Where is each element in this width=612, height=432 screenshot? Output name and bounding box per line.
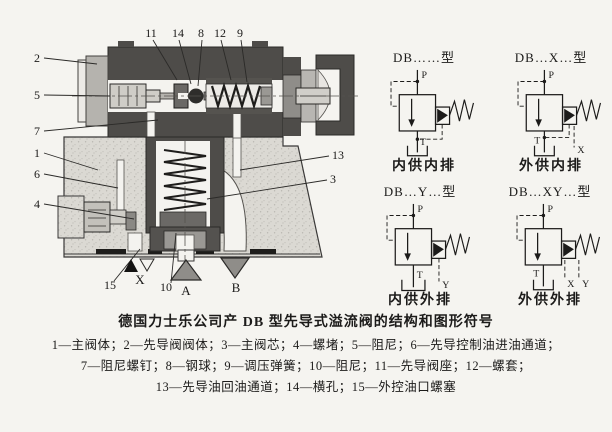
port-x-label: X <box>135 272 145 287</box>
symbol-port-x: X <box>567 279 574 290</box>
part-label-1: 1 <box>34 146 40 160</box>
symbol-port-t: T <box>534 135 540 146</box>
port-a-label: A <box>181 283 191 298</box>
symbol-db-xy: DB…XY…型 P T X Y 外供外排 <box>490 184 610 309</box>
screw-plug <box>83 201 111 233</box>
spring-icon <box>445 233 471 256</box>
port-triangles: X A B <box>124 257 251 298</box>
part-labels: 2 5 7 1 6 4 11 14 8 12 9 13 3 15 10 <box>34 26 344 294</box>
port-b-label: B <box>232 280 241 295</box>
symbol-db-x-caption: 外供内排 <box>519 159 583 174</box>
symbol-db-x: DB…X…型 P T X 外供内排 <box>492 50 610 175</box>
symbol-db-caption: 内供内排 <box>392 159 456 174</box>
symbol-db: DB……型 P T 内供内排 <box>366 50 482 175</box>
symbol-port-y: Y <box>582 279 589 290</box>
main-spring <box>163 149 207 211</box>
part-label-15: 15 <box>104 278 116 292</box>
symbol-port-p: P <box>549 70 555 81</box>
symbol-db-xy-caption: 外供外排 <box>518 293 582 308</box>
pilot-lines <box>516 215 580 280</box>
symbol-db-y-caption: 内供外排 <box>388 293 452 308</box>
port-b-triangle <box>219 257 251 280</box>
port-x-channel <box>127 232 143 252</box>
port-x-out-triangle <box>139 258 155 272</box>
flow-arrow-icon <box>404 253 411 261</box>
legend-line-1: 1—主阀体；2—先导阀阀体；3—主阀芯；4—螺堵；5—阻尼；6—先导控制油进油通… <box>51 338 561 352</box>
symbol-port-p: P <box>548 204 554 215</box>
poppet-triangle-icon <box>563 242 574 257</box>
spring-icon <box>575 233 601 256</box>
symbol-db-y: DB…Y…型 P T Y 内供外排 <box>362 184 478 309</box>
symbol-port-p: P <box>422 70 428 81</box>
legend-line-2: 7—阻尼螺钉；8—钢球；9—调压弹簧；10—阻尼；11—先导阀座；12—螺套； <box>80 359 532 373</box>
symbol-port-p: P <box>418 204 424 215</box>
part-label-13: 13 <box>332 148 344 162</box>
part-label-2: 2 <box>34 51 40 65</box>
symbol-db-x-drawing: P T X <box>517 69 602 157</box>
adjuster-assembly <box>282 54 355 136</box>
symbol-port-t: T <box>417 270 423 281</box>
centerlines <box>72 95 358 262</box>
valve-cross-section: 2 5 7 1 6 4 11 14 8 12 9 13 3 15 10 X A … <box>34 26 358 298</box>
poppet-triangle-icon <box>437 108 448 123</box>
part-label-5: 5 <box>34 88 40 102</box>
flow-arrow-icon <box>535 119 542 127</box>
symbol-db-y-drawing: P T Y <box>386 203 471 292</box>
part-label-6: 6 <box>34 167 40 181</box>
main-stage-components <box>83 136 225 262</box>
pressure-spring <box>210 82 262 110</box>
part-label-14: 14 <box>172 26 184 40</box>
part-label-3: 3 <box>330 172 336 186</box>
part-label-11: 11 <box>145 26 157 40</box>
symbol-port-y: Y <box>442 280 449 291</box>
leader-lines <box>43 39 330 284</box>
port-a-triangle <box>169 259 203 281</box>
symbol-db-title: DB……型 <box>392 50 456 65</box>
part-label-8: 8 <box>198 26 204 40</box>
symbol-db-drawing: P T <box>390 69 475 157</box>
part-label-4: 4 <box>34 197 40 211</box>
symbol-db-xy-drawing: P T X Y <box>516 203 601 291</box>
legend-line-3: 13—先导油回油通道；14—横孔；15—外控油口螺塞 <box>155 380 457 394</box>
symbol-port-t: T <box>420 137 426 148</box>
flow-arrow-icon <box>534 253 541 261</box>
figure-title: 德国力士乐公司产 DB 型先导式溢流阀的结构和图形符号 <box>118 315 494 330</box>
flow-arrow-icon <box>408 119 415 127</box>
part-label-10: 10 <box>160 280 172 294</box>
spring-icon <box>449 99 475 122</box>
spring-icon <box>576 99 602 122</box>
poppet-triangle-icon <box>564 108 575 123</box>
part-label-12: 12 <box>214 26 226 40</box>
end-cap <box>315 54 355 136</box>
part-label-9: 9 <box>237 26 243 40</box>
symbol-db-y-title: DB…Y…型 <box>383 184 457 199</box>
symbol-port-x: X <box>577 145 584 156</box>
part-label-7: 7 <box>34 124 40 138</box>
symbol-db-xy-title: DB…XY…型 <box>508 184 592 199</box>
symbol-db-x-title: DB…X…型 <box>514 50 588 65</box>
port-x-in-triangle <box>124 259 138 272</box>
poppet-triangle-icon <box>433 242 444 257</box>
symbol-port-t: T <box>533 269 539 280</box>
